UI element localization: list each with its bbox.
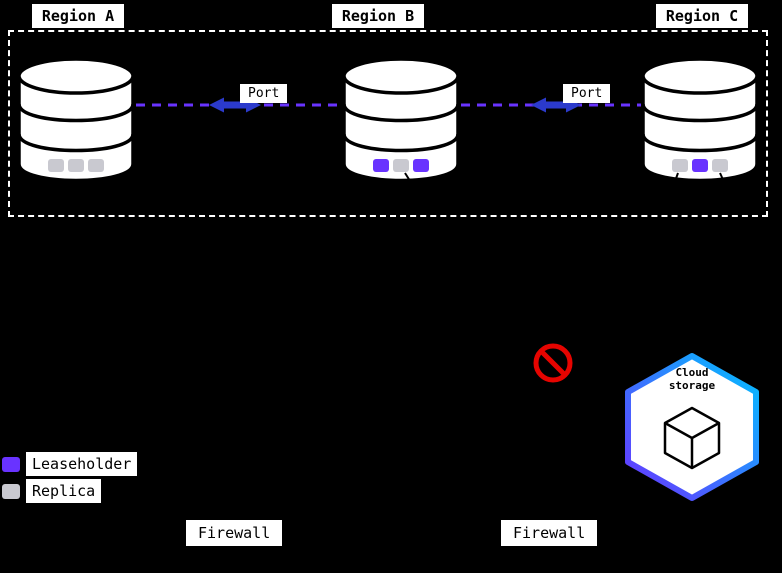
- region-b-label: Region B: [330, 2, 426, 30]
- cloud-storage-label-line2: storage: [669, 379, 716, 392]
- port-label-bc: Port: [563, 84, 611, 103]
- replica-swatch: [2, 483, 20, 499]
- leader-line: [404, 172, 413, 185]
- replica-square: [393, 159, 409, 172]
- database-icon-region-c: [641, 57, 759, 185]
- database-icon-region-b: [342, 57, 460, 185]
- firewall-label-2: Firewall: [501, 520, 598, 546]
- hexagon-border: [625, 353, 759, 501]
- replica-square: [672, 159, 688, 172]
- replica-square: [712, 159, 728, 172]
- leaseholder-square: [692, 159, 708, 172]
- leaseholder-square: [413, 159, 429, 172]
- replica-square: [48, 159, 64, 172]
- replica-square: [68, 159, 84, 172]
- leaseholder-square: [373, 159, 389, 172]
- region-a-label: Region A: [30, 2, 126, 30]
- cube-icon: [663, 406, 721, 470]
- replica-legend-label: Replica: [26, 479, 102, 503]
- region-c-label: Region C: [654, 2, 750, 30]
- leader-line: [673, 172, 679, 185]
- replica-square: [88, 159, 104, 172]
- leader-line: [719, 172, 726, 185]
- port-label-ab: Port: [240, 84, 288, 103]
- database-icon-region-a: [17, 57, 135, 183]
- legend-replica-row: Replica: [2, 479, 102, 503]
- firewall-label-1: Firewall: [186, 520, 283, 546]
- leaseholder-legend-label: Leaseholder: [26, 452, 138, 476]
- cloud-storage-label-line1: Cloud: [675, 366, 708, 379]
- legend-leaseholder-row: Leaseholder: [2, 452, 138, 476]
- cloud-storage-hexagon: Cloud storage: [625, 353, 759, 501]
- prohibition-icon: [533, 343, 573, 383]
- cluster-boundary: [8, 30, 768, 217]
- leaseholder-swatch: [2, 456, 20, 472]
